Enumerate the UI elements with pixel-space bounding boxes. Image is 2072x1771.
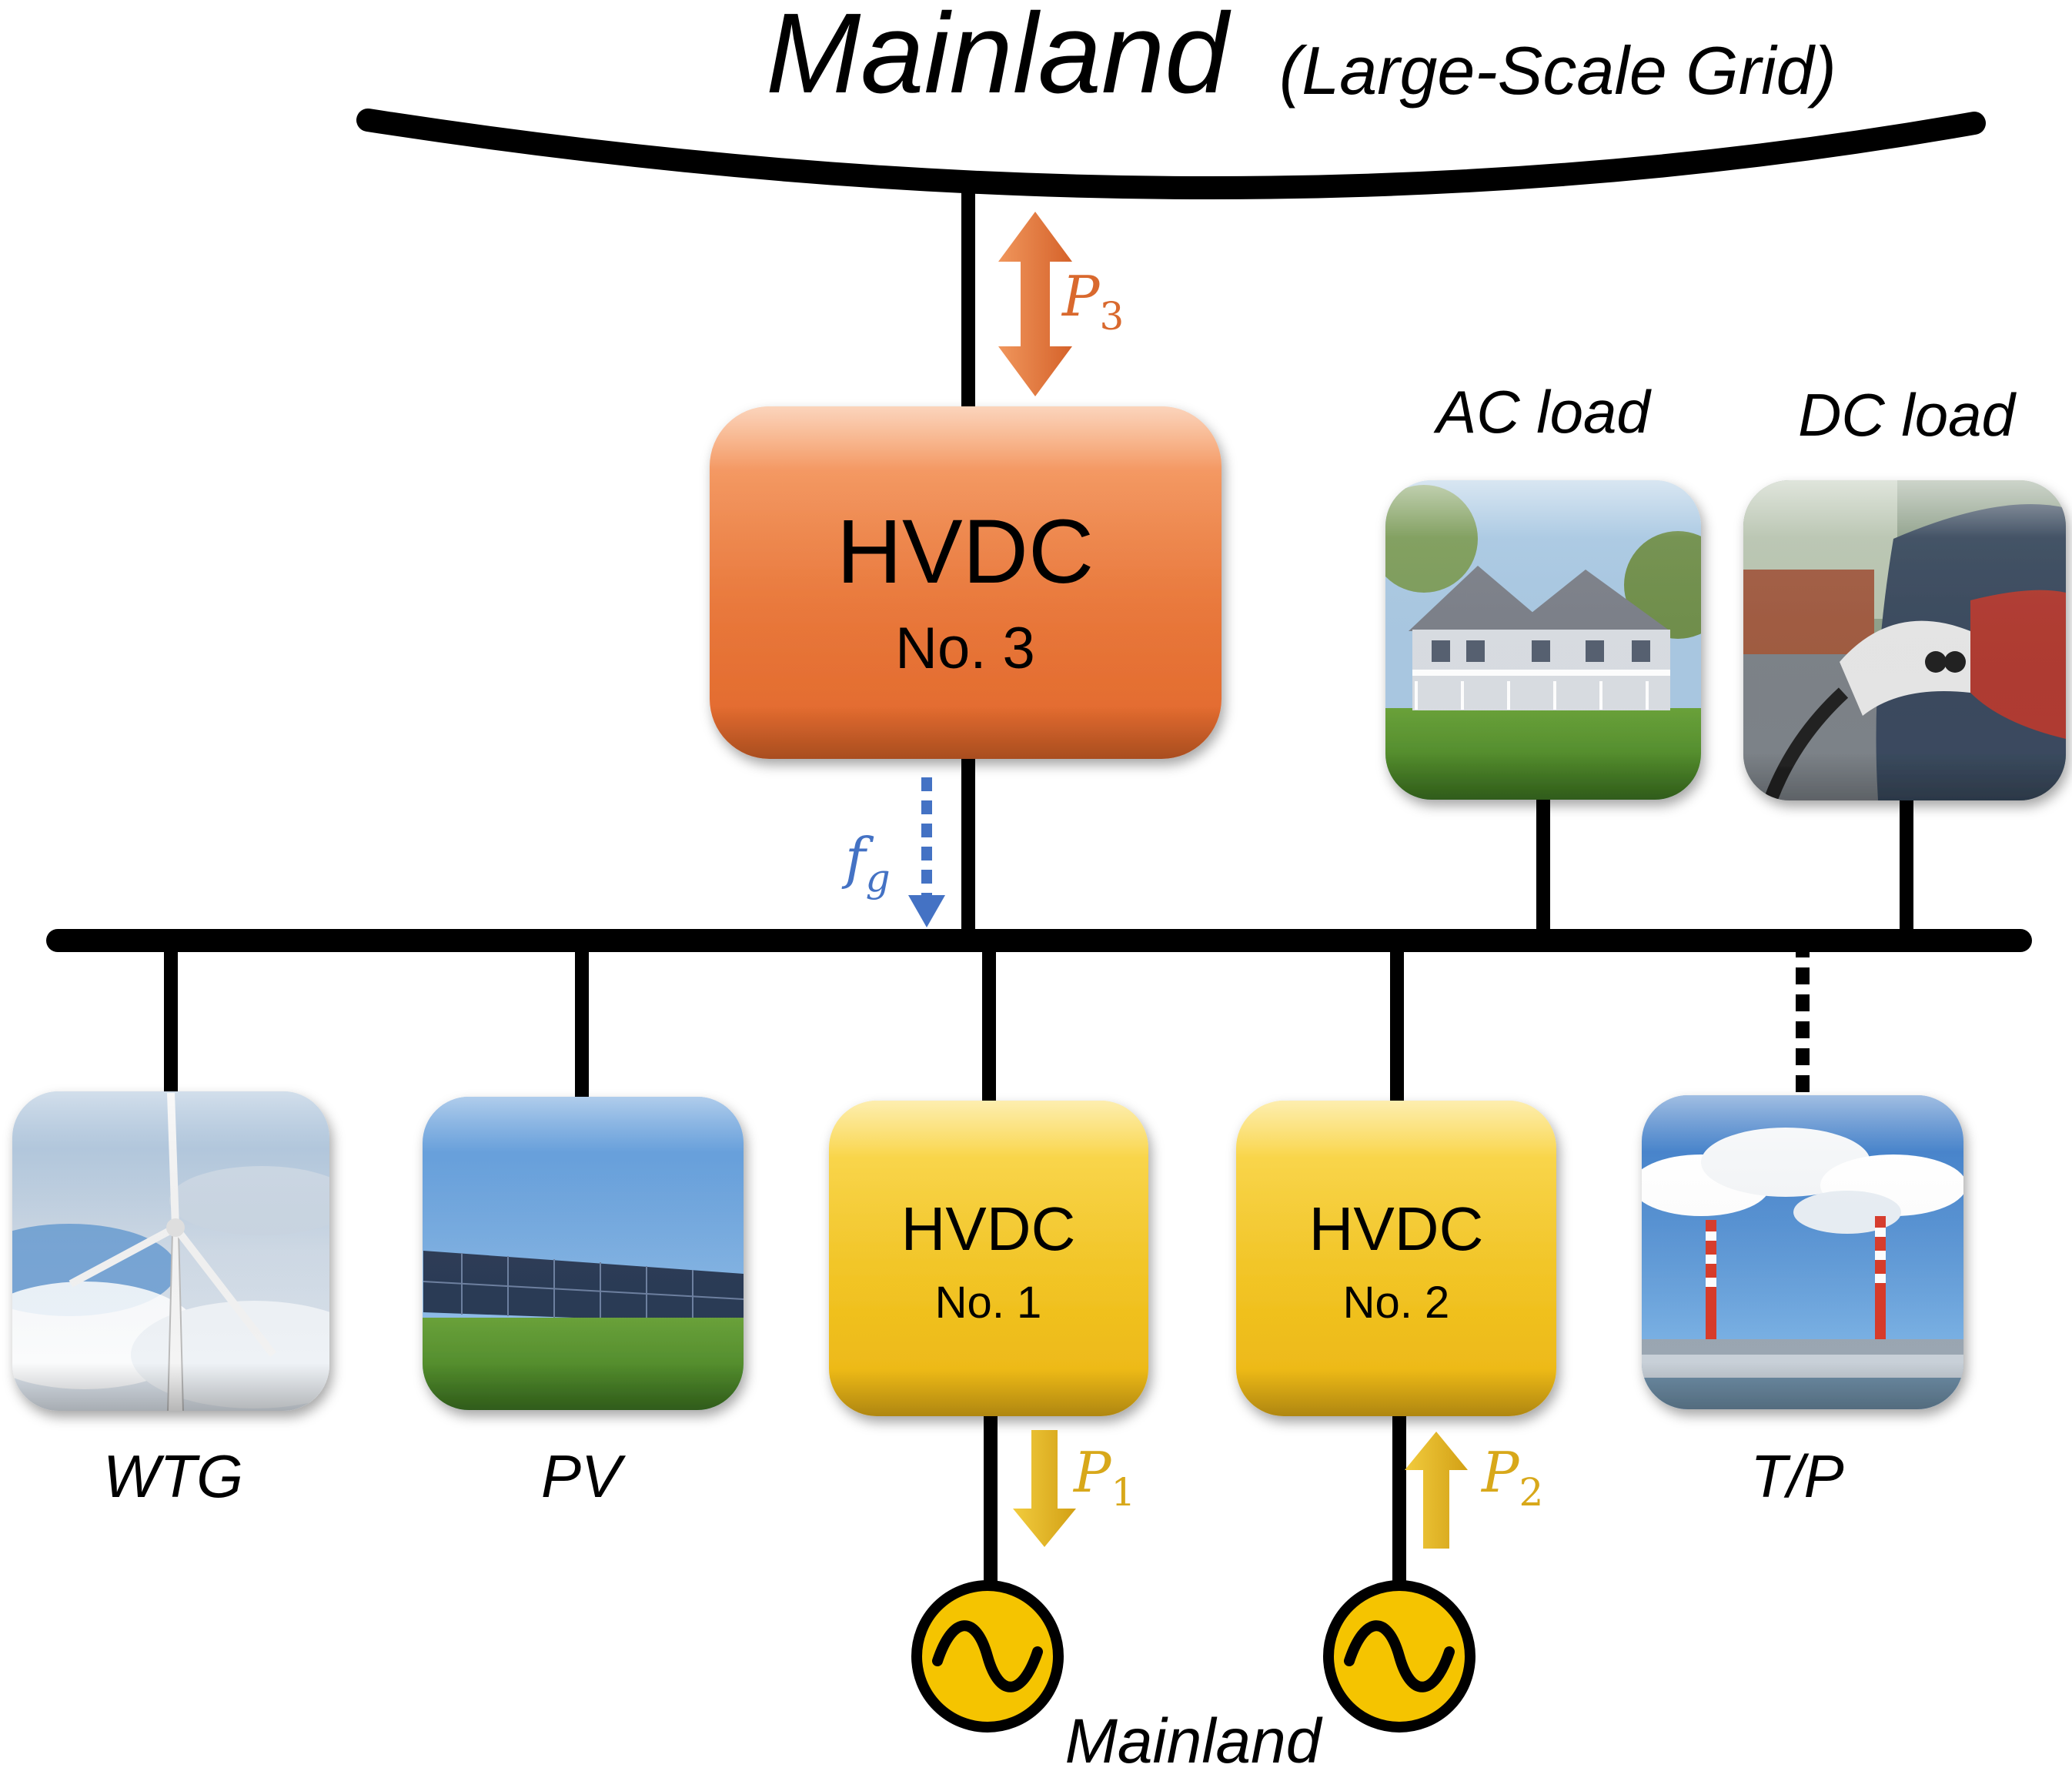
p2-subscript: 2: [1519, 1470, 1543, 1515]
hvdc2-label: HVDC: [1309, 1195, 1484, 1263]
p1-label: P1: [1072, 1440, 1135, 1515]
bus-connections: [164, 189, 1913, 1584]
mainland-bottom-label: Mainland: [1065, 1706, 1323, 1771]
hvdc1-converter[interactable]: HVDC No. 1: [829, 1101, 1148, 1416]
solar-panel-icon: [423, 1097, 744, 1410]
p3-bidirectional-arrow: [998, 212, 1072, 396]
hvdc2-converter[interactable]: HVDC No. 2: [1236, 1101, 1556, 1416]
p3-base: P: [1061, 264, 1101, 329]
mainland-title: Mainland: [766, 0, 1232, 117]
fg-dashed-arrow: [908, 777, 945, 927]
dc-load-label: DC load: [1798, 381, 2017, 449]
hvdc1-number: No. 1: [935, 1278, 1042, 1328]
p3-label: P3: [1061, 264, 1124, 339]
wind-turbine-icon: [12, 1091, 329, 1411]
hvdc2-number: No. 2: [1343, 1278, 1450, 1328]
p1-subscript: 1: [1111, 1470, 1135, 1515]
p1-down-arrow: [1013, 1430, 1076, 1547]
mainland-grid-bus: [356, 109, 1986, 199]
pv-label: PV: [541, 1442, 627, 1510]
hvdc3-number: No. 3: [895, 616, 1035, 681]
wtg-label: WTG: [103, 1442, 243, 1510]
p3-subscript: 3: [1099, 294, 1124, 339]
hvdc3-converter[interactable]: HVDC No. 3: [710, 406, 1221, 759]
p2-up-arrow: [1405, 1432, 1468, 1549]
hvdc1-label: HVDC: [901, 1195, 1076, 1263]
mainland-subtitle: (Large-Scale Grid): [1279, 32, 1836, 109]
thermal-plant-icon: [1642, 1095, 1963, 1409]
p2-label: P2: [1480, 1440, 1543, 1515]
fg-subscript: g: [866, 856, 891, 901]
ac-source-icon: [911, 1580, 1064, 1733]
p2-base: P: [1480, 1440, 1520, 1505]
hvdc3-label: HVDC: [837, 501, 1094, 603]
p1-base: P: [1072, 1440, 1112, 1505]
tp-label: T/P: [1750, 1442, 1843, 1510]
fg-label: fg: [841, 826, 891, 901]
house-icon: [1385, 480, 1701, 800]
ev-charger-icon: [1743, 480, 2066, 800]
ac-load-label: AC load: [1433, 378, 1652, 446]
ac-source-icon: [1323, 1580, 1475, 1733]
